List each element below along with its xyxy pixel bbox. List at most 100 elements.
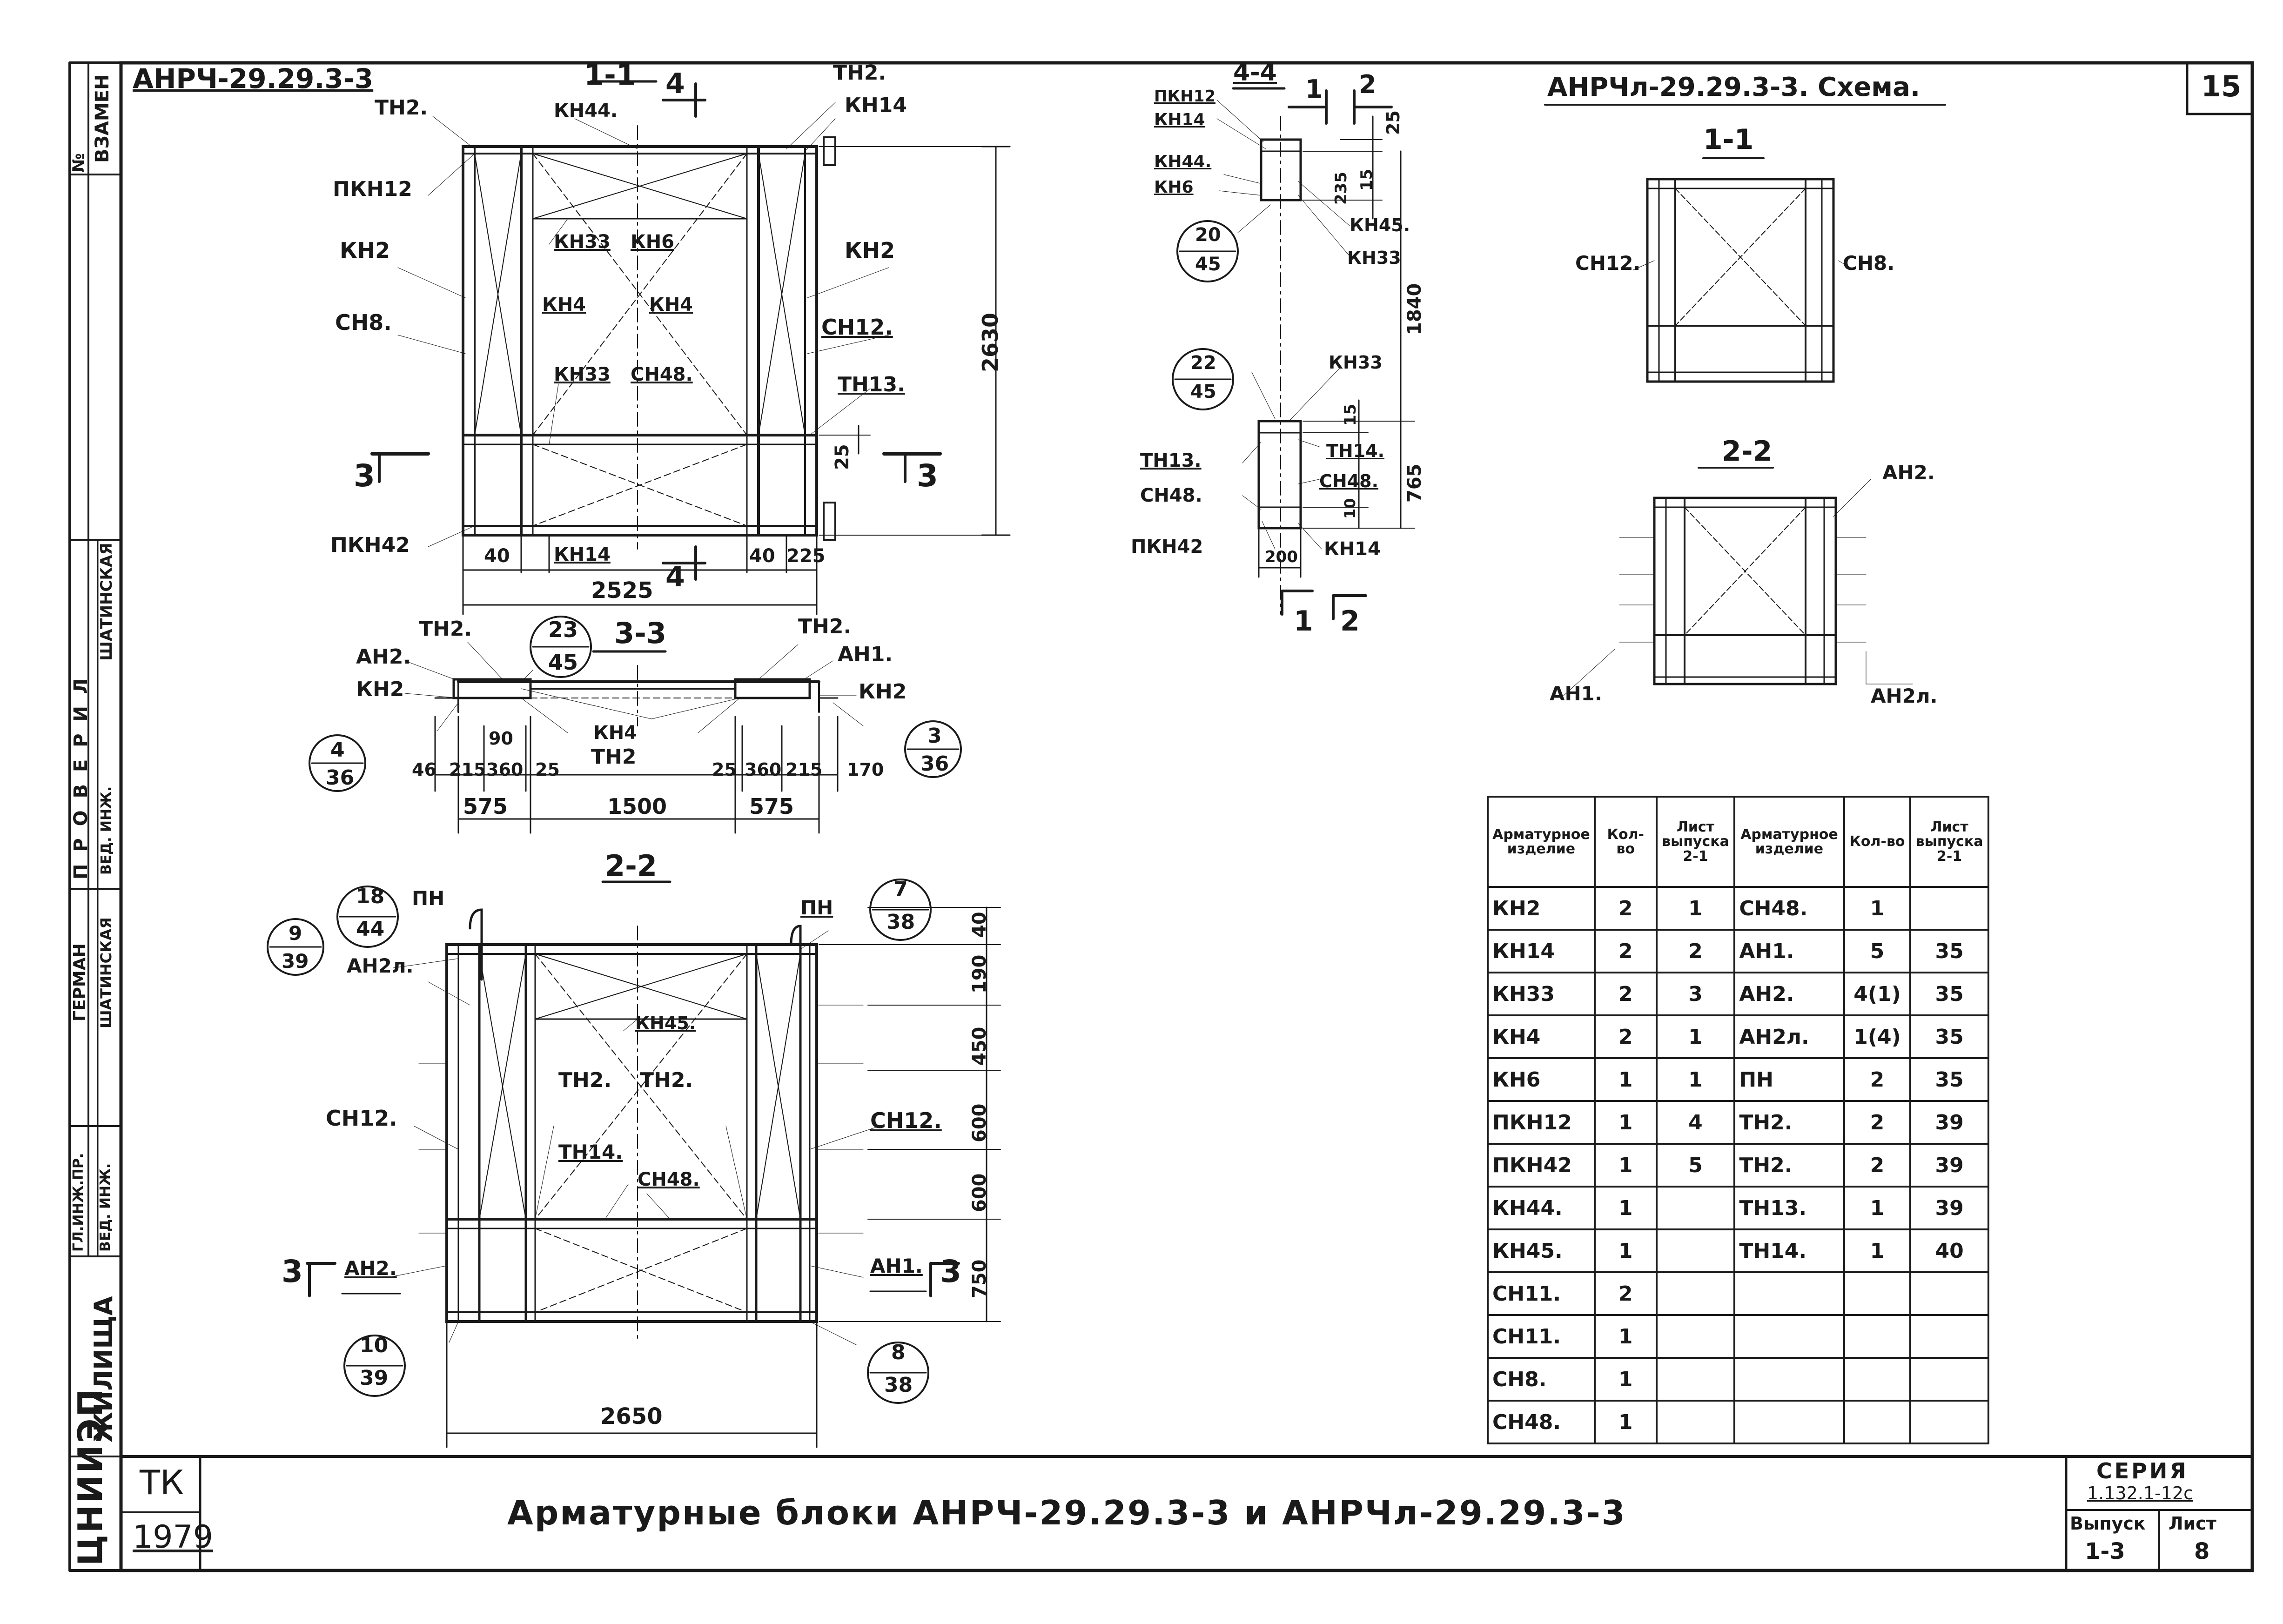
issue-label: Выпуск xyxy=(2070,1513,2146,1534)
callout-22-den: 45 xyxy=(1190,381,1216,403)
label-kn4-b: КН4 xyxy=(649,294,693,315)
cut-44-2-top: 2 xyxy=(1359,70,1377,99)
issue-value: 1-3 xyxy=(2085,1538,2125,1564)
dim-33-25-b: 25 xyxy=(712,759,737,780)
cell: 3 xyxy=(1655,972,1736,1016)
label-kn14-right: КН14 xyxy=(845,94,907,117)
label-22-tn2-a: ТН2. xyxy=(558,1068,612,1092)
label-tn2-right: ТН2. xyxy=(833,61,886,85)
dim-33-46: 46 xyxy=(412,759,436,780)
callout-9-num: 9 xyxy=(289,922,302,945)
label-22-pn-r: ПН xyxy=(800,896,833,919)
callout-18-num: 18 xyxy=(356,885,385,908)
cell: ПКН12 xyxy=(1487,1100,1596,1145)
label-22-kn45: КН45. xyxy=(635,1013,696,1033)
cell: 5 xyxy=(1655,1143,1736,1188)
label-44-pkn12: ПКН12 xyxy=(1154,87,1216,106)
dim-44-200: 200 xyxy=(1265,548,1298,566)
section-2-2-title: 2-2 xyxy=(605,849,658,883)
callout-20-den: 45 xyxy=(1195,254,1221,275)
cell: 4(1) xyxy=(1843,972,1912,1016)
dim-40-a: 40 xyxy=(484,545,510,567)
proveril-label: П Р О В Е Р И Л xyxy=(70,675,92,879)
label-33-tn2-r: ТН2. xyxy=(798,615,852,638)
callout-20-num: 20 xyxy=(1195,224,1221,246)
label-22-an1: АН1. xyxy=(870,1255,923,1277)
cell: КН33 xyxy=(1487,972,1596,1016)
dim-25: 25 xyxy=(832,444,853,470)
cell: 2 xyxy=(1593,1271,1658,1316)
cell: КН45. xyxy=(1487,1228,1596,1273)
cell xyxy=(1655,1400,1736,1444)
label-44-pkn42: ПКН42 xyxy=(1131,536,1203,557)
tk-label: ТК xyxy=(140,1463,184,1502)
series-label: СЕРИЯ xyxy=(2096,1458,2189,1483)
dim-22-40: 40 xyxy=(969,912,990,938)
cell: КН2 xyxy=(1487,886,1596,931)
cell: 1 xyxy=(1843,1186,1912,1230)
cell: 1 xyxy=(1843,1228,1912,1273)
ved-inzh2-label: ВЕД. ИНЖ. xyxy=(97,1163,114,1252)
dim-22-2650: 2650 xyxy=(600,1403,663,1429)
callout-3-num: 3 xyxy=(927,724,942,748)
label-44-kn33-b: КН33 xyxy=(1329,352,1383,373)
cell: 35 xyxy=(1909,929,1989,973)
callout-18-den: 44 xyxy=(356,917,385,941)
cut-22-3-right: 3 xyxy=(940,1254,961,1289)
callout-23-num: 23 xyxy=(548,617,578,642)
cell: КН44. xyxy=(1487,1186,1596,1230)
cut-44-2-bottom: 2 xyxy=(1340,605,1360,638)
header-qty-2: Кол-во xyxy=(1843,796,1912,888)
callout-4-den: 36 xyxy=(326,766,355,790)
label-22-pn-l: ПН xyxy=(412,887,445,910)
cell: ПН xyxy=(1733,1057,1845,1102)
cell: 1 xyxy=(1655,1014,1736,1059)
cell: 2 xyxy=(1843,1100,1912,1145)
vzamen-label: ВЗАМЕН xyxy=(92,74,113,163)
cell: 2 xyxy=(1843,1057,1912,1102)
label-pkn42: ПКН42 xyxy=(330,533,410,557)
scheme-title: АНРЧл-29.29.3-3. Схема. xyxy=(1547,72,1920,102)
cell: СН11. xyxy=(1487,1271,1596,1316)
ved-inzh-label: ВЕД. ИНЖ. xyxy=(98,786,114,875)
dim-44-765: 765 xyxy=(1404,463,1425,503)
cell: СН48. xyxy=(1487,1400,1596,1444)
series-value: 1.132.1-12с xyxy=(2087,1483,2193,1503)
cell: СН8. xyxy=(1487,1357,1596,1402)
cell xyxy=(1843,1314,1912,1359)
section-4-4 xyxy=(1172,87,1415,620)
table-row: СН11.2 xyxy=(1487,1271,1989,1316)
scheme-sn12: СН12. xyxy=(1575,252,1641,275)
label-22-tn2-b: ТН2. xyxy=(640,1068,693,1092)
cell: 1 xyxy=(1593,1400,1658,1444)
cell: 40 xyxy=(1909,1228,1989,1273)
cell: 35 xyxy=(1909,972,1989,1016)
sheet-value: 8 xyxy=(2194,1538,2210,1564)
dim-22-600-b: 600 xyxy=(969,1173,990,1213)
cell: 2 xyxy=(1593,886,1658,931)
dim-22-750: 750 xyxy=(969,1259,990,1299)
cell xyxy=(1909,1314,1989,1359)
cell: 2 xyxy=(1593,1014,1658,1059)
label-44-tn13: ТН13. xyxy=(1140,450,1202,471)
label-33-kn2-r: КН2 xyxy=(859,680,907,704)
cell xyxy=(1733,1357,1845,1402)
table-row: СН48.1 xyxy=(1487,1400,1989,1444)
label-33-an2: АН2. xyxy=(356,645,411,669)
dim-22-450: 450 xyxy=(969,1027,990,1066)
cell: 2 xyxy=(1655,929,1736,973)
cell xyxy=(1733,1271,1845,1316)
header-qty: Кол-во xyxy=(1593,796,1658,888)
cell: ТН13. xyxy=(1733,1186,1845,1230)
scheme-an2l: АН2л. xyxy=(1871,684,1938,707)
cell xyxy=(1655,1228,1736,1273)
table-row: СН11.1 xyxy=(1487,1314,1989,1359)
dim-2525: 2525 xyxy=(591,577,653,604)
scheme-sn8: СН8. xyxy=(1843,252,1895,275)
label-tn2-left: ТН2. xyxy=(375,96,428,120)
cell: 1 xyxy=(1593,1314,1658,1359)
header-sheet-2: Лист выпуска 2-1 xyxy=(1909,796,1989,888)
label-sn12: СН12. xyxy=(821,315,893,340)
